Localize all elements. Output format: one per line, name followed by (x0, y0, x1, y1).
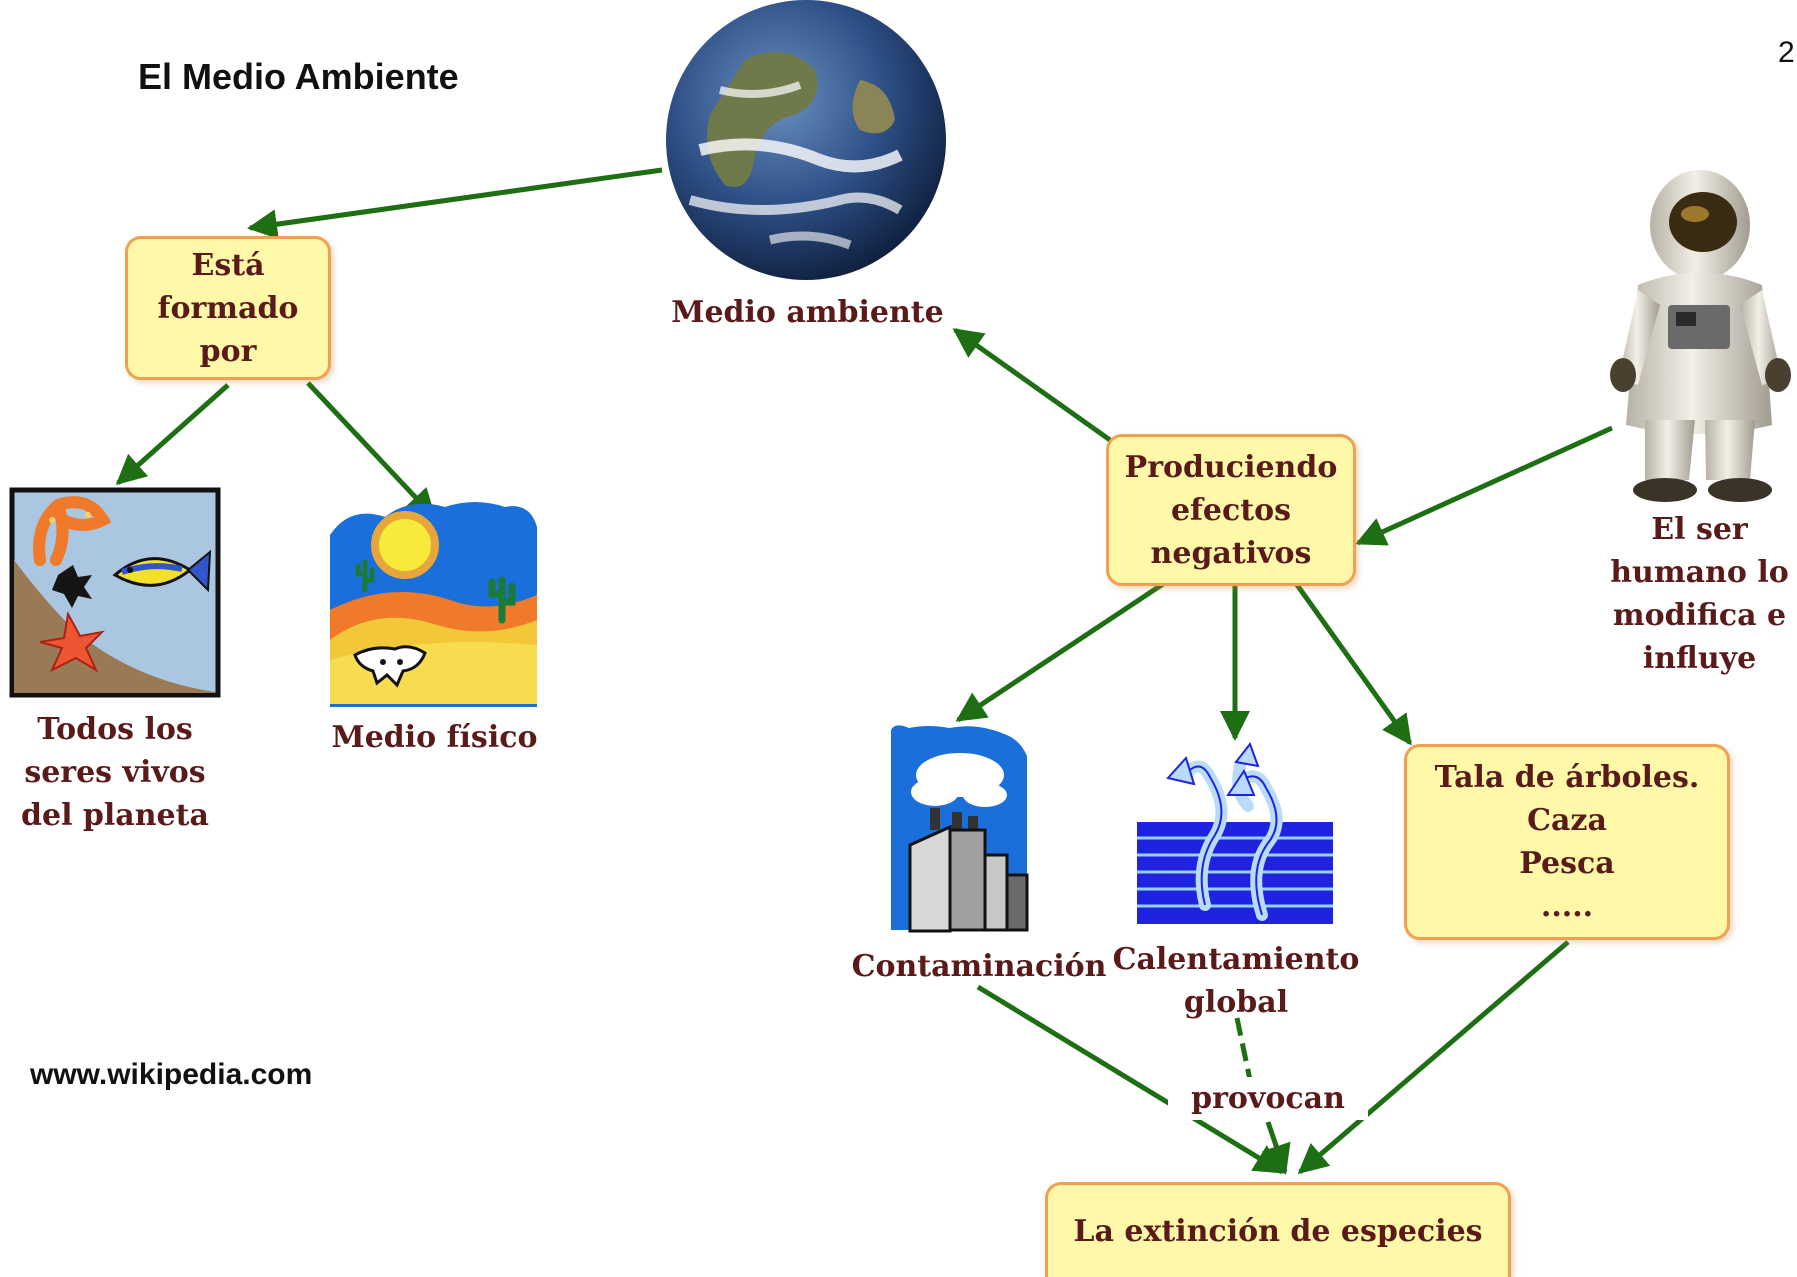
source-url: www.wikipedia.com (30, 1058, 313, 1091)
node-produciendo-efectos: Produciendo efectos negativos (1106, 434, 1356, 586)
node-medio-ambiente: Medio ambiente (671, 295, 944, 330)
node-tala-line-1: Tala de árboles. (1434, 760, 1700, 795)
arrow-humano-to-produciendo (1355, 425, 1614, 546)
arrow-formado-to-seres-vivos (115, 383, 230, 485)
node-seres-vivos-line-1: Todos los (37, 712, 193, 747)
node-ser-humano-line-4: influye (1642, 641, 1757, 676)
node-medio-fisico: Medio físico (331, 720, 538, 755)
node-seres-vivos-line-3: del planeta (21, 798, 209, 833)
node-esta-formado-por: Está formado por (125, 236, 331, 380)
node-esta-formado-por-line-3: por (199, 333, 257, 369)
arrow-earth-to-formado (247, 167, 663, 240)
node-contaminacion: Contaminación (851, 949, 1107, 984)
earth-icon (666, 0, 946, 280)
node-ser-humano-line-3: modifica e (1612, 598, 1787, 633)
page-number: 2 (1778, 36, 1795, 69)
node-calentamiento-global: Calentamiento global (1105, 938, 1367, 1024)
global-warming-icon (1137, 741, 1333, 924)
node-seres-vivos-line-2: seres vivos (24, 755, 206, 790)
connectors (115, 167, 1614, 1175)
page-title: El Medio Ambiente (138, 56, 459, 97)
node-seres-vivos: Todos los seres vivos del planeta (0, 708, 230, 837)
arrow-contaminacion-to-extincion (976, 984, 1285, 1175)
node-produciendo-line-3: negativos (1150, 535, 1312, 571)
arrow-produciendo-to-medio-ambiente (952, 327, 1112, 443)
node-ser-humano: El ser humano lo modifica e influye (1602, 508, 1797, 680)
astronaut-icon (1610, 170, 1791, 502)
arrow-produciendo-to-tala (1292, 580, 1413, 746)
node-produciendo-line-2: efectos (1170, 492, 1292, 528)
node-ser-humano-line-2: humano lo (1610, 555, 1789, 590)
node-tala-line-2: Caza (1527, 803, 1607, 838)
node-tala-line-4: ..... (1540, 889, 1594, 924)
link-label-provocan: provocan (1168, 1077, 1368, 1120)
arrow-produciendo-to-contaminacion (955, 579, 1168, 723)
node-calentamiento-line-1: Calentamiento (1112, 942, 1360, 977)
arrow-tala-to-extincion (1297, 940, 1570, 1174)
sea-life-icon (9, 487, 221, 698)
node-ser-humano-line-1: El ser (1651, 512, 1748, 547)
node-tala-line-3: Pesca (1519, 846, 1615, 881)
node-esta-formado-por-line-1: Está (191, 247, 265, 283)
node-esta-formado-por-line-2: formado (157, 290, 299, 326)
node-extincion-especies: La extinción de especies (1045, 1182, 1511, 1277)
arrow-provocan-to-extincion (1262, 1121, 1291, 1175)
desert-icon (330, 502, 537, 707)
node-tala-caza-pesca: Tala de árboles. Caza Pesca ..... (1404, 744, 1730, 940)
arrow-calentamiento-to-provocan (1234, 1017, 1253, 1081)
factory-icon (891, 725, 1029, 933)
node-produciendo-line-1: Produciendo (1124, 449, 1338, 485)
node-calentamiento-line-2: global (1183, 985, 1289, 1020)
arrow-formado-to-medio-fisico (306, 381, 437, 520)
